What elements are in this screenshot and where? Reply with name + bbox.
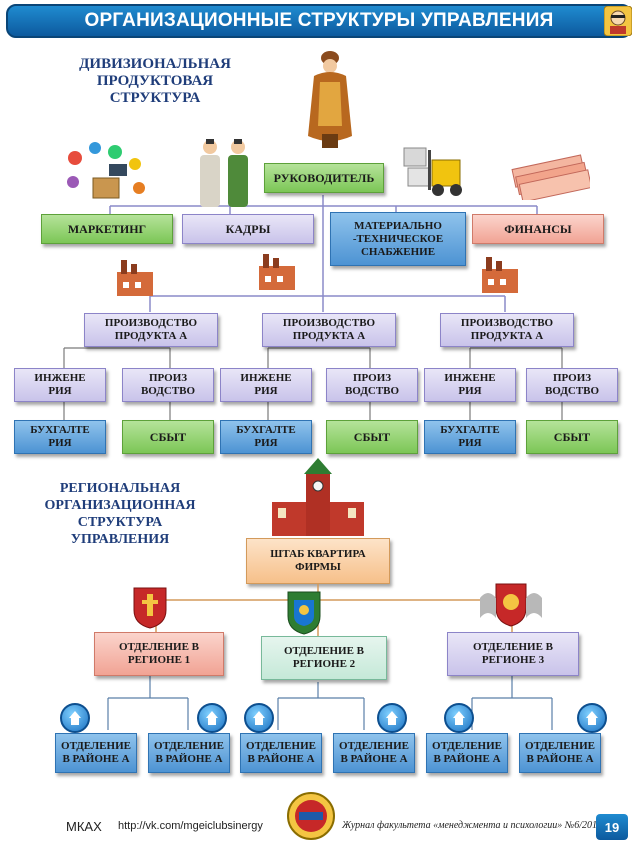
page-header: ОРГАНИЗАЦИОННЫЕ СТРУКТУРЫ УПРАВЛЕНИЯ <box>6 4 632 38</box>
money-illustration <box>508 150 593 203</box>
unit-box-sales: СБЫТ <box>526 420 618 454</box>
division-label: ПРОИЗВОДСТВО ПРОДУКТА А <box>282 317 376 342</box>
function-box-personnel: КАДРЫ <box>182 214 314 244</box>
unit-box-engineering: ИНЖЕНЕ РИЯ <box>424 368 516 402</box>
district-box: ОТДЕЛЕНИЕ В РАЙОНЕ А <box>148 733 230 773</box>
unit-label: БУХГАЛТЕ РИЯ <box>236 424 296 449</box>
function-label: КАДРЫ <box>225 221 271 236</box>
district-label: ОТДЕЛЕНИЕ В РАЙОНЕ А <box>154 740 224 765</box>
marketing-illustration <box>55 138 150 208</box>
divisional-title: ДИВИЗИОНАЛЬНАЯ ПРОДУКТОВАЯ СТРУКТУРА <box>55 56 255 107</box>
home-icon <box>60 703 90 733</box>
hq-box: ШТАБ КВАРТИРА ФИРМЫ <box>246 538 390 584</box>
reader-avatar-icon <box>603 5 633 37</box>
home-icon <box>444 703 474 733</box>
function-box-finance: ФИНАНСЫ <box>472 214 604 244</box>
unit-box-accounting: БУХГАЛТЕ РИЯ <box>14 420 106 454</box>
unit-box-production: ПРОИЗ ВОДСТВО <box>122 368 214 402</box>
coat-of-arms-icon <box>284 588 324 636</box>
division-box: ПРОИЗВОДСТВО ПРОДУКТА А <box>440 313 574 347</box>
manager-label: РУКОВОДИТЕЛЬ <box>273 170 375 185</box>
kremlin-tower-illustration <box>268 458 368 538</box>
forklift-illustration <box>402 140 472 200</box>
footer-journal: Журнал факультета «менеджмента и психоло… <box>342 820 603 831</box>
hq-label: ШТАБ КВАРТИРА ФИРМЫ <box>270 548 366 573</box>
page-title: ОРГАНИЗАЦИОННЫЕ СТРУКТУРЫ УПРАВЛЕНИЯ <box>84 10 554 31</box>
staff-illustration <box>190 135 260 210</box>
divisional-title-line: ДИВИЗИОНАЛЬНАЯ <box>79 56 231 72</box>
district-label: ОТДЕЛЕНИЕ В РАЙОНЕ А <box>246 740 316 765</box>
unit-box-engineering: ИНЖЕНЕ РИЯ <box>220 368 312 402</box>
unit-label: ИНЖЕНЕ РИЯ <box>444 372 496 397</box>
unit-box-production: ПРОИЗ ВОДСТВО <box>526 368 618 402</box>
footer-org: МКАХ <box>66 819 102 834</box>
unit-box-accounting: БУХГАЛТЕ РИЯ <box>220 420 312 454</box>
unit-label: СБЫТ <box>553 429 591 444</box>
division-label: ПРОИЗВОДСТВО ПРОДУКТА А <box>460 317 554 342</box>
region-box: ОТДЕЛЕНИЕ В РЕГИОНЕ 2 <box>261 636 387 680</box>
divisional-title-line: СТРУКТУРА <box>109 90 201 106</box>
region-label: ОТДЕЛЕНИЕ В РЕГИОНЕ 3 <box>472 641 554 666</box>
district-label: ОТДЕЛЕНИЕ В РАЙОНЕ А <box>61 740 131 765</box>
divisional-connectors <box>63 195 563 420</box>
district-box: ОТДЕЛЕНИЕ В РАЙОНЕ А <box>426 733 508 773</box>
home-icon <box>197 703 227 733</box>
district-box: ОТДЕЛЕНИЕ В РАЙОНЕ А <box>240 733 322 773</box>
district-label: ОТДЕЛЕНИЕ В РАЙОНЕ А <box>525 740 595 765</box>
regional-title-line: СТРУКТУРА <box>77 515 163 530</box>
unit-box-accounting: БУХГАЛТЕ РИЯ <box>424 420 516 454</box>
unit-box-sales: СБЫТ <box>326 420 418 454</box>
function-label: МАРКЕТИНГ <box>67 221 147 236</box>
function-box-marketing: МАРКЕТИНГ <box>41 214 173 244</box>
regional-title-line: РЕГИОНАЛЬНАЯ <box>59 481 181 496</box>
unit-label: БУХГАЛТЕ РИЯ <box>440 424 500 449</box>
divisional-title-line: ПРОДУКТОВАЯ <box>96 73 214 89</box>
factory-icon <box>113 258 159 298</box>
unit-label: ПРОИЗ ВОДСТВО <box>140 372 196 397</box>
home-icon <box>244 703 274 733</box>
district-box: ОТДЕЛЕНИЕ В РАЙОНЕ А <box>333 733 415 773</box>
district-box: ОТДЕЛЕНИЕ В РАЙОНЕ А <box>519 733 601 773</box>
function-label: ФИНАНСЫ <box>504 221 572 236</box>
unit-box-production: ПРОИЗ ВОДСТВО <box>326 368 418 402</box>
coat-of-arms-icon <box>130 584 170 630</box>
function-box-supply: МАТЕРИАЛЬНО -ТЕХНИЧЕСКОЕ СНАБЖЕНИЕ <box>330 212 466 266</box>
district-label: ОТДЕЛЕНИЕ В РАЙОНЕ А <box>339 740 409 765</box>
region-box: ОТДЕЛЕНИЕ В РЕГИОНЕ 1 <box>94 632 224 676</box>
unit-label: ИНЖЕНЕ РИЯ <box>34 372 86 397</box>
club-emblem-icon <box>286 790 336 842</box>
footer-link[interactable]: http://vk.com/mgeiclubsinergy <box>118 820 263 832</box>
unit-label: ПРОИЗ ВОДСТВО <box>544 372 600 397</box>
district-label: ОТДЕЛЕНИЕ В РАЙОНЕ А <box>432 740 502 765</box>
district-box: ОТДЕЛЕНИЕ В РАЙОНЕ А <box>55 733 137 773</box>
region-box: ОТДЕЛЕНИЕ В РЕГИОНЕ 3 <box>447 632 579 676</box>
factory-icon <box>255 252 301 292</box>
tsar-illustration <box>300 46 360 154</box>
unit-label: СБЫТ <box>149 429 187 444</box>
unit-label: ПРОИЗ ВОДСТВО <box>344 372 400 397</box>
regional-title-line: ОРГАНИЗАЦИОННАЯ <box>44 498 196 513</box>
unit-label: СБЫТ <box>353 429 391 444</box>
function-label: МАТЕРИАЛЬНО -ТЕХНИЧЕСКОЕ СНАБЖЕНИЕ <box>352 219 444 258</box>
factory-icon <box>478 255 524 295</box>
page-number: 19 <box>596 814 628 840</box>
unit-box-sales: СБЫТ <box>122 420 214 454</box>
unit-label: ИНЖЕНЕ РИЯ <box>240 372 292 397</box>
division-box: ПРОИЗВОДСТВО ПРОДУКТА А <box>262 313 396 347</box>
unit-box-engineering: ИНЖЕНЕ РИЯ <box>14 368 106 402</box>
unit-label: БУХГАЛТЕ РИЯ <box>30 424 90 449</box>
division-box: ПРОИЗВОДСТВО ПРОДУКТА А <box>84 313 218 347</box>
regional-title: РЕГИОНАЛЬНАЯ ОРГАНИЗАЦИОННАЯ СТРУКТУРА У… <box>20 480 220 548</box>
region-label: ОТДЕЛЕНИЕ В РЕГИОНЕ 2 <box>283 645 365 670</box>
division-label: ПРОИЗВОДСТВО ПРОДУКТА А <box>104 317 198 342</box>
manager-box: РУКОВОДИТЕЛЬ <box>264 163 384 193</box>
home-icon <box>377 703 407 733</box>
region-label: ОТДЕЛЕНИЕ В РЕГИОНЕ 1 <box>118 641 200 666</box>
regional-title-line: УПРАВЛЕНИЯ <box>70 532 170 547</box>
coat-of-arms-icon <box>478 578 544 630</box>
home-icon <box>577 703 607 733</box>
